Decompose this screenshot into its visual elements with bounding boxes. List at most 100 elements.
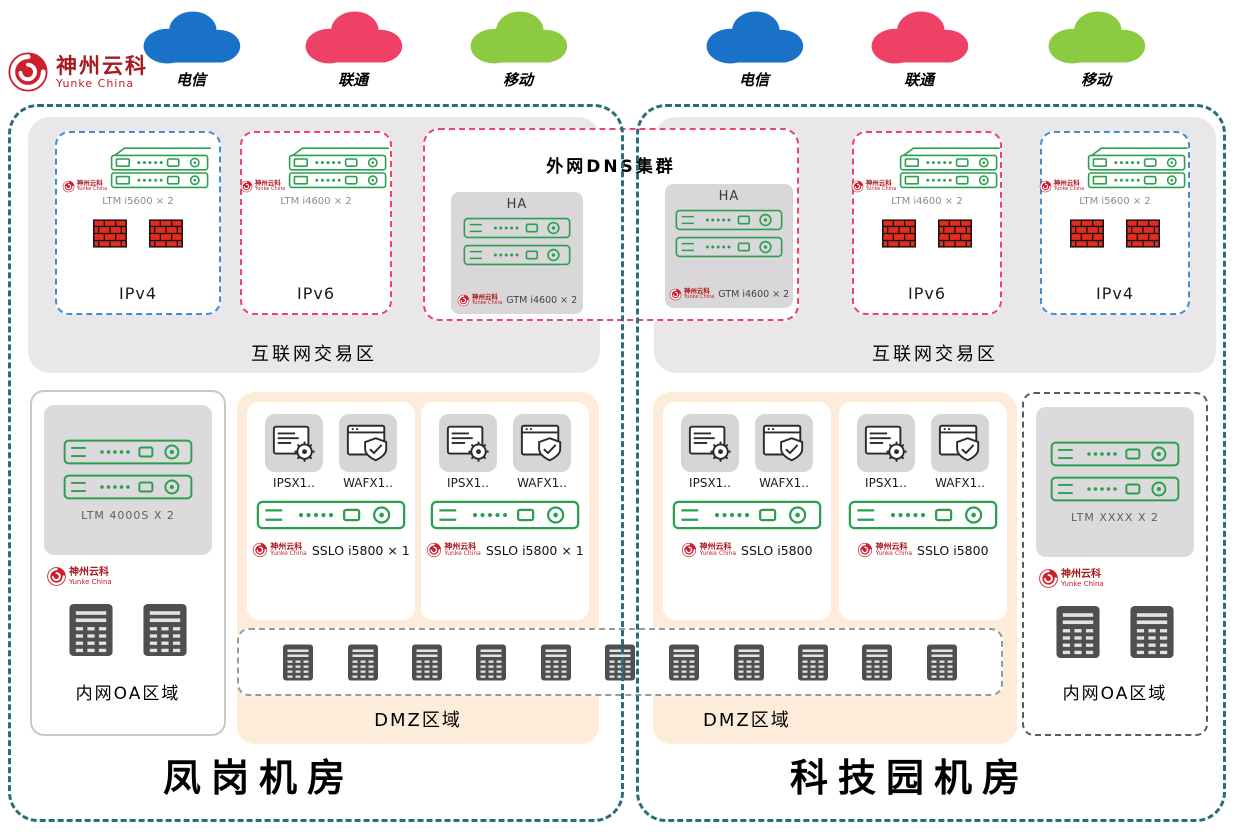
server-icon [1130,606,1174,658]
server-icon [927,644,957,681]
sslo-label: SSLO i5800 [917,542,989,558]
brand-name-cn: 神州云科 [471,292,498,301]
ltm-device-panel: LTM XXXX X 2 [1036,407,1194,557]
cloud-icon [132,6,250,68]
brand-name-en: Yunke China [270,550,307,558]
isp-label: 电信 [175,71,206,89]
ltm-appliance-icon [55,439,201,465]
waf-label: WAFX1.. [935,476,985,490]
ha-label: HA [506,197,528,212]
brand-name-cn: 神州云科 [69,566,109,578]
brand-name-cn: 神州云科 [254,178,281,187]
waf-icon [937,420,983,466]
internet-zone-label: 互联网交易区 [251,344,377,365]
gtm-appliance-icon [463,217,571,239]
datacenter-name-right: 科技园机房 [790,755,1031,800]
waf-group: WAFX1.. [931,414,989,490]
sslo-appliance-icon [672,500,822,530]
device-model-label: GTM i4600 × 2 [506,294,578,306]
waf-group: WAFX1.. [755,414,813,490]
server-icon [412,644,442,681]
isp-cloud-telecom-left: 电信 [125,6,257,90]
ltm-appliance-icon [1042,441,1188,467]
oa-zone-label: 内网OA区域 [75,684,181,704]
internet-zone-label: 互联网交易区 [872,344,998,365]
isp-label: 联通 [903,71,934,89]
firewall-icon [1070,219,1104,248]
yunke-swirl-icon [46,566,67,587]
ips-tile [265,414,323,472]
isp-cloud-unicom-left: 联通 [287,6,419,90]
oa-server-group [32,604,224,656]
ltm-appliance-icon [1042,476,1188,502]
yunke-swirl-icon [6,50,50,94]
server-icon [541,644,571,681]
cloud-icon [1037,6,1155,68]
ips-group: IPSX1.. [265,414,323,490]
gtm-appliance-icon [675,209,783,231]
ip-family-label: IPv4 [1095,284,1134,303]
server-icon [1056,606,1100,658]
ips-group: IPSX1.. [857,414,915,490]
oa-zone-label: 内网OA区域 [1062,684,1168,704]
brand-name-en: Yunke China [444,550,481,558]
brand-name-cn: 神州云科 [444,542,477,551]
server-icon [862,644,892,681]
yunke-brand-text: 神州云科 Yunke China [56,54,148,91]
isp-label: 移动 [1080,71,1111,89]
brand-name-cn: 神州云科 [270,542,303,551]
ips-tile [439,414,497,472]
yunke-swirl-icon [62,180,75,193]
brand-name-en: Yunke China [1053,186,1085,193]
firewall-icon [882,219,916,248]
brand-name-en: Yunke China [699,550,737,558]
firewall-icon [938,219,972,248]
server-icon [734,644,764,681]
server-icon [143,604,187,656]
yunke-swirl-icon [857,542,873,558]
firewall-row [93,219,183,248]
ha-label: HA [718,189,740,204]
ips-label: IPSX1.. [689,476,731,490]
sslo-label: SSLO i5800 [741,542,813,558]
brand-name-en: Yunke China [1061,580,1104,589]
ip-family-label: IPv6 [907,284,946,303]
isp-cloud-unicom-right: 联通 [853,6,985,90]
appliance-stack-icon [899,145,1003,193]
firewall-icon [149,219,183,248]
brand-name-cn: 神州云科 [76,178,103,187]
waf-tile [339,414,397,472]
waf-icon [761,420,807,466]
device-model-label: LTM XXXX X 2 [1071,510,1159,524]
device-model-label: LTM i4600 × 2 [891,196,963,207]
isp-label: 联通 [337,71,368,89]
waf-tile [755,414,813,472]
device-model-label: LTM 4000S X 2 [81,508,175,522]
ip-family-label: IPv6 [296,284,335,303]
ips-icon [687,420,733,466]
sslo-label: SSLO i5800 × 1 [311,542,410,558]
dmz-server-strip [237,628,1003,696]
brand-name-en: Yunke China [69,578,112,587]
ltm-device-panel: LTM 4000S X 2 [44,405,212,555]
yunke-swirl-icon [252,542,268,558]
waf-label: WAFX1.. [343,476,393,490]
yunke-swirl-icon [457,294,470,307]
isp-cloud-mobile-right: 移动 [1030,6,1162,90]
cloud-icon [459,6,577,68]
yunke-swirl-icon [669,288,682,301]
